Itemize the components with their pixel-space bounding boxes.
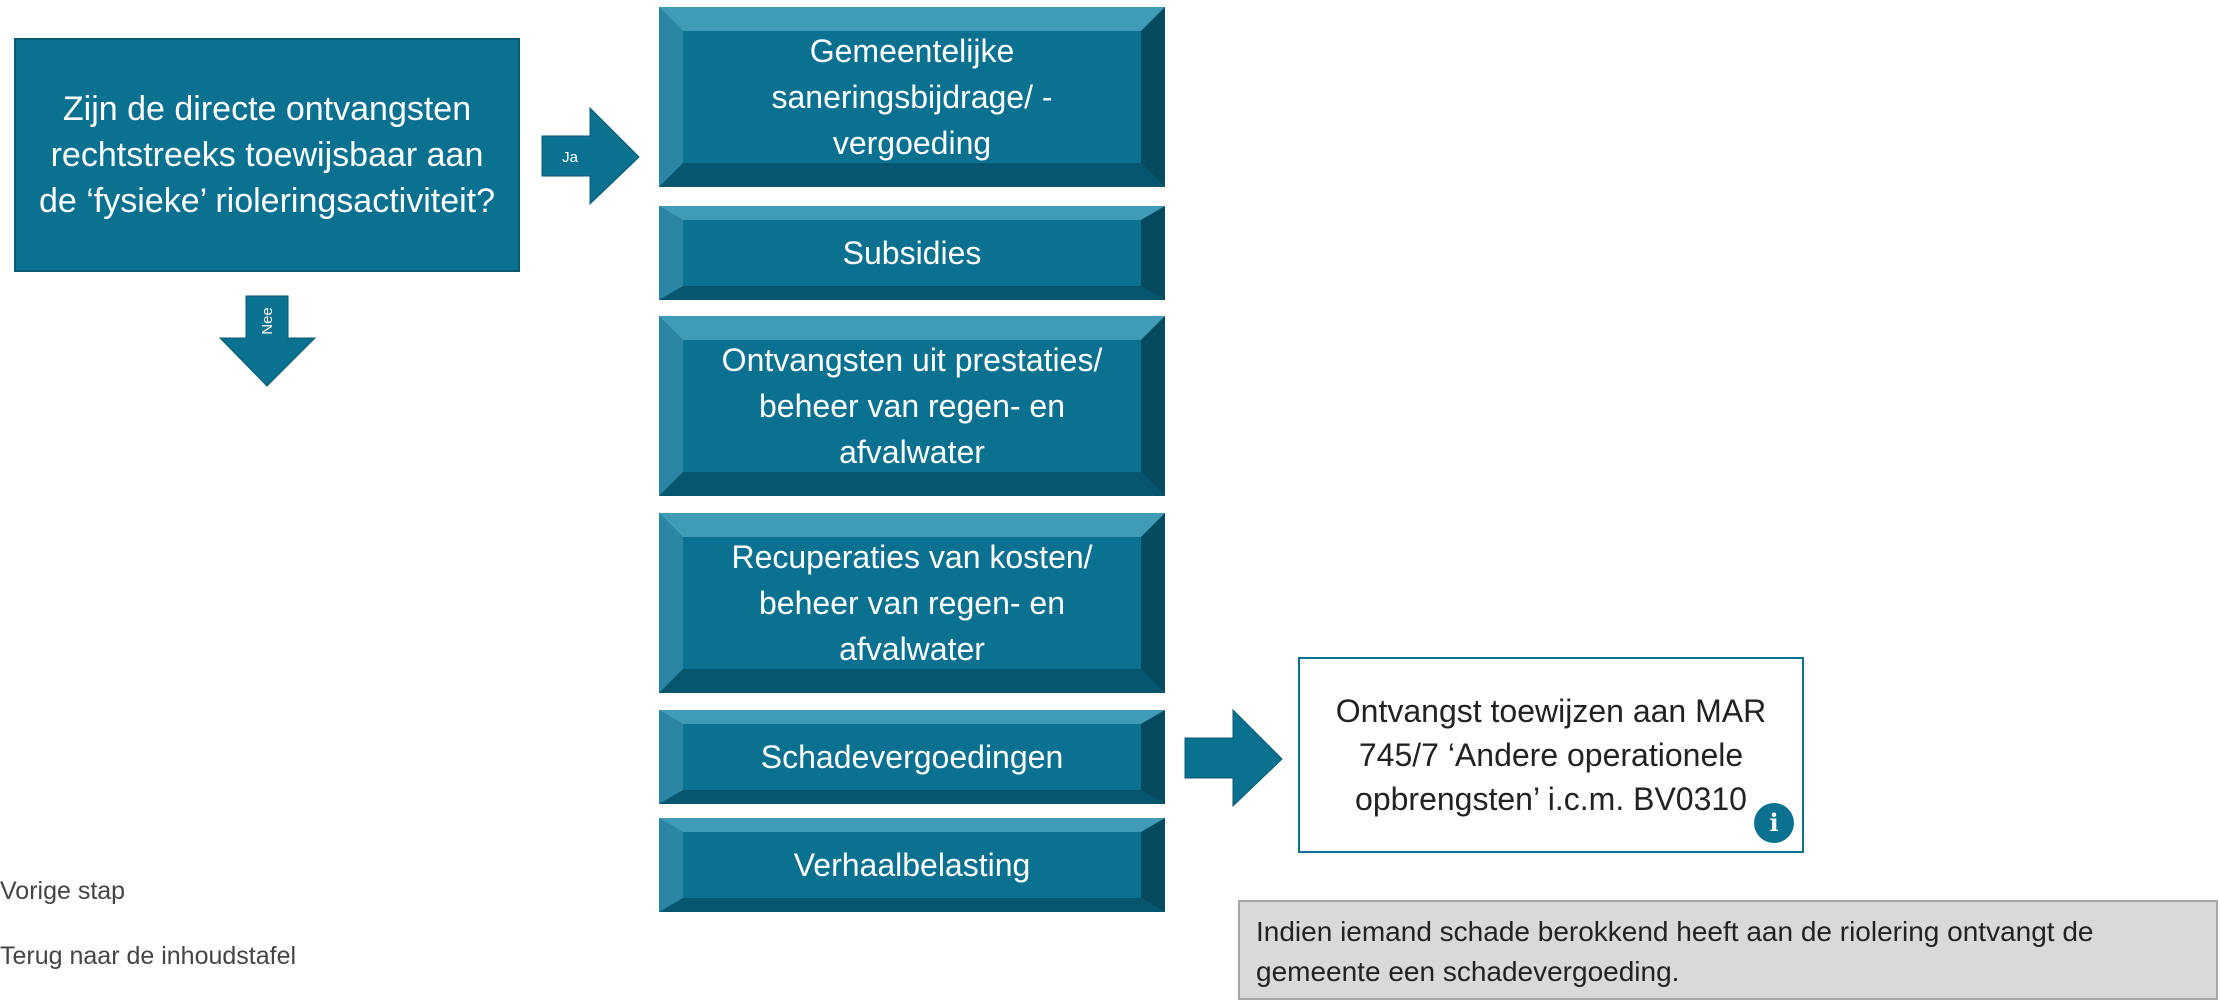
no-arrow: Nee: [218, 295, 317, 387]
explanation-note-text: Indien iemand schade berokkend heeft aan…: [1256, 916, 2094, 987]
category-box-saneringsbijdrage: Gemeentelijke saneringsbijdrage/ - vergo…: [659, 7, 1165, 187]
result-arrow: [1184, 708, 1283, 808]
category-label: Schadevergoedingen: [760, 739, 1064, 775]
bevel-frame: [659, 513, 1165, 693]
previous-step-link[interactable]: Vorige stap: [0, 877, 126, 905]
bevel-frame: [659, 818, 1165, 912]
category-box-ontvangsten-prestaties: Ontvangsten uit prestaties/ beheer van r…: [659, 316, 1165, 496]
no-arrow-label: Nee: [259, 307, 276, 335]
yes-arrow-label: Ja: [562, 149, 579, 166]
decision-question-text: Zijn de directe ontvangsten rechtstreeks…: [38, 90, 496, 220]
explanation-note: Indien iemand schade berokkend heeft aan…: [1238, 900, 2218, 1000]
category-label: Subsidies: [842, 235, 982, 271]
category-box-recuperaties: Recuperaties van kosten/ beheer van rege…: [659, 513, 1165, 693]
bevel-frame: [659, 710, 1165, 804]
category-label: Verhaalbelasting: [793, 847, 1031, 883]
result-box: Ontvangst toewijzen aan MAR 745/7 ‘Ander…: [1298, 657, 1804, 853]
category-label: Recuperaties van kosten/ beheer van rege…: [731, 539, 1093, 667]
info-icon[interactable]: i: [1754, 803, 1794, 843]
decision-question-box: Zijn de directe ontvangsten rechtstreeks…: [14, 38, 520, 272]
category-label: Ontvangsten uit prestaties/ beheer van r…: [721, 342, 1103, 470]
result-text: Ontvangst toewijzen aan MAR 745/7 ‘Ander…: [1335, 693, 1767, 817]
category-box-verhaalbelasting: Verhaalbelasting: [659, 818, 1165, 912]
bevel-frame: [659, 7, 1165, 187]
bevel-frame: [659, 316, 1165, 496]
table-of-contents-link[interactable]: Terug naar de inhoudstafel: [0, 942, 297, 970]
category-box-schadevergoedingen: Schadevergoedingen: [659, 710, 1165, 804]
category-label: Gemeentelijke saneringsbijdrage/ - vergo…: [771, 33, 1053, 161]
yes-arrow: Ja: [541, 106, 640, 206]
category-box-subsidies: Subsidies: [659, 206, 1165, 300]
bevel-frame: [659, 206, 1165, 300]
